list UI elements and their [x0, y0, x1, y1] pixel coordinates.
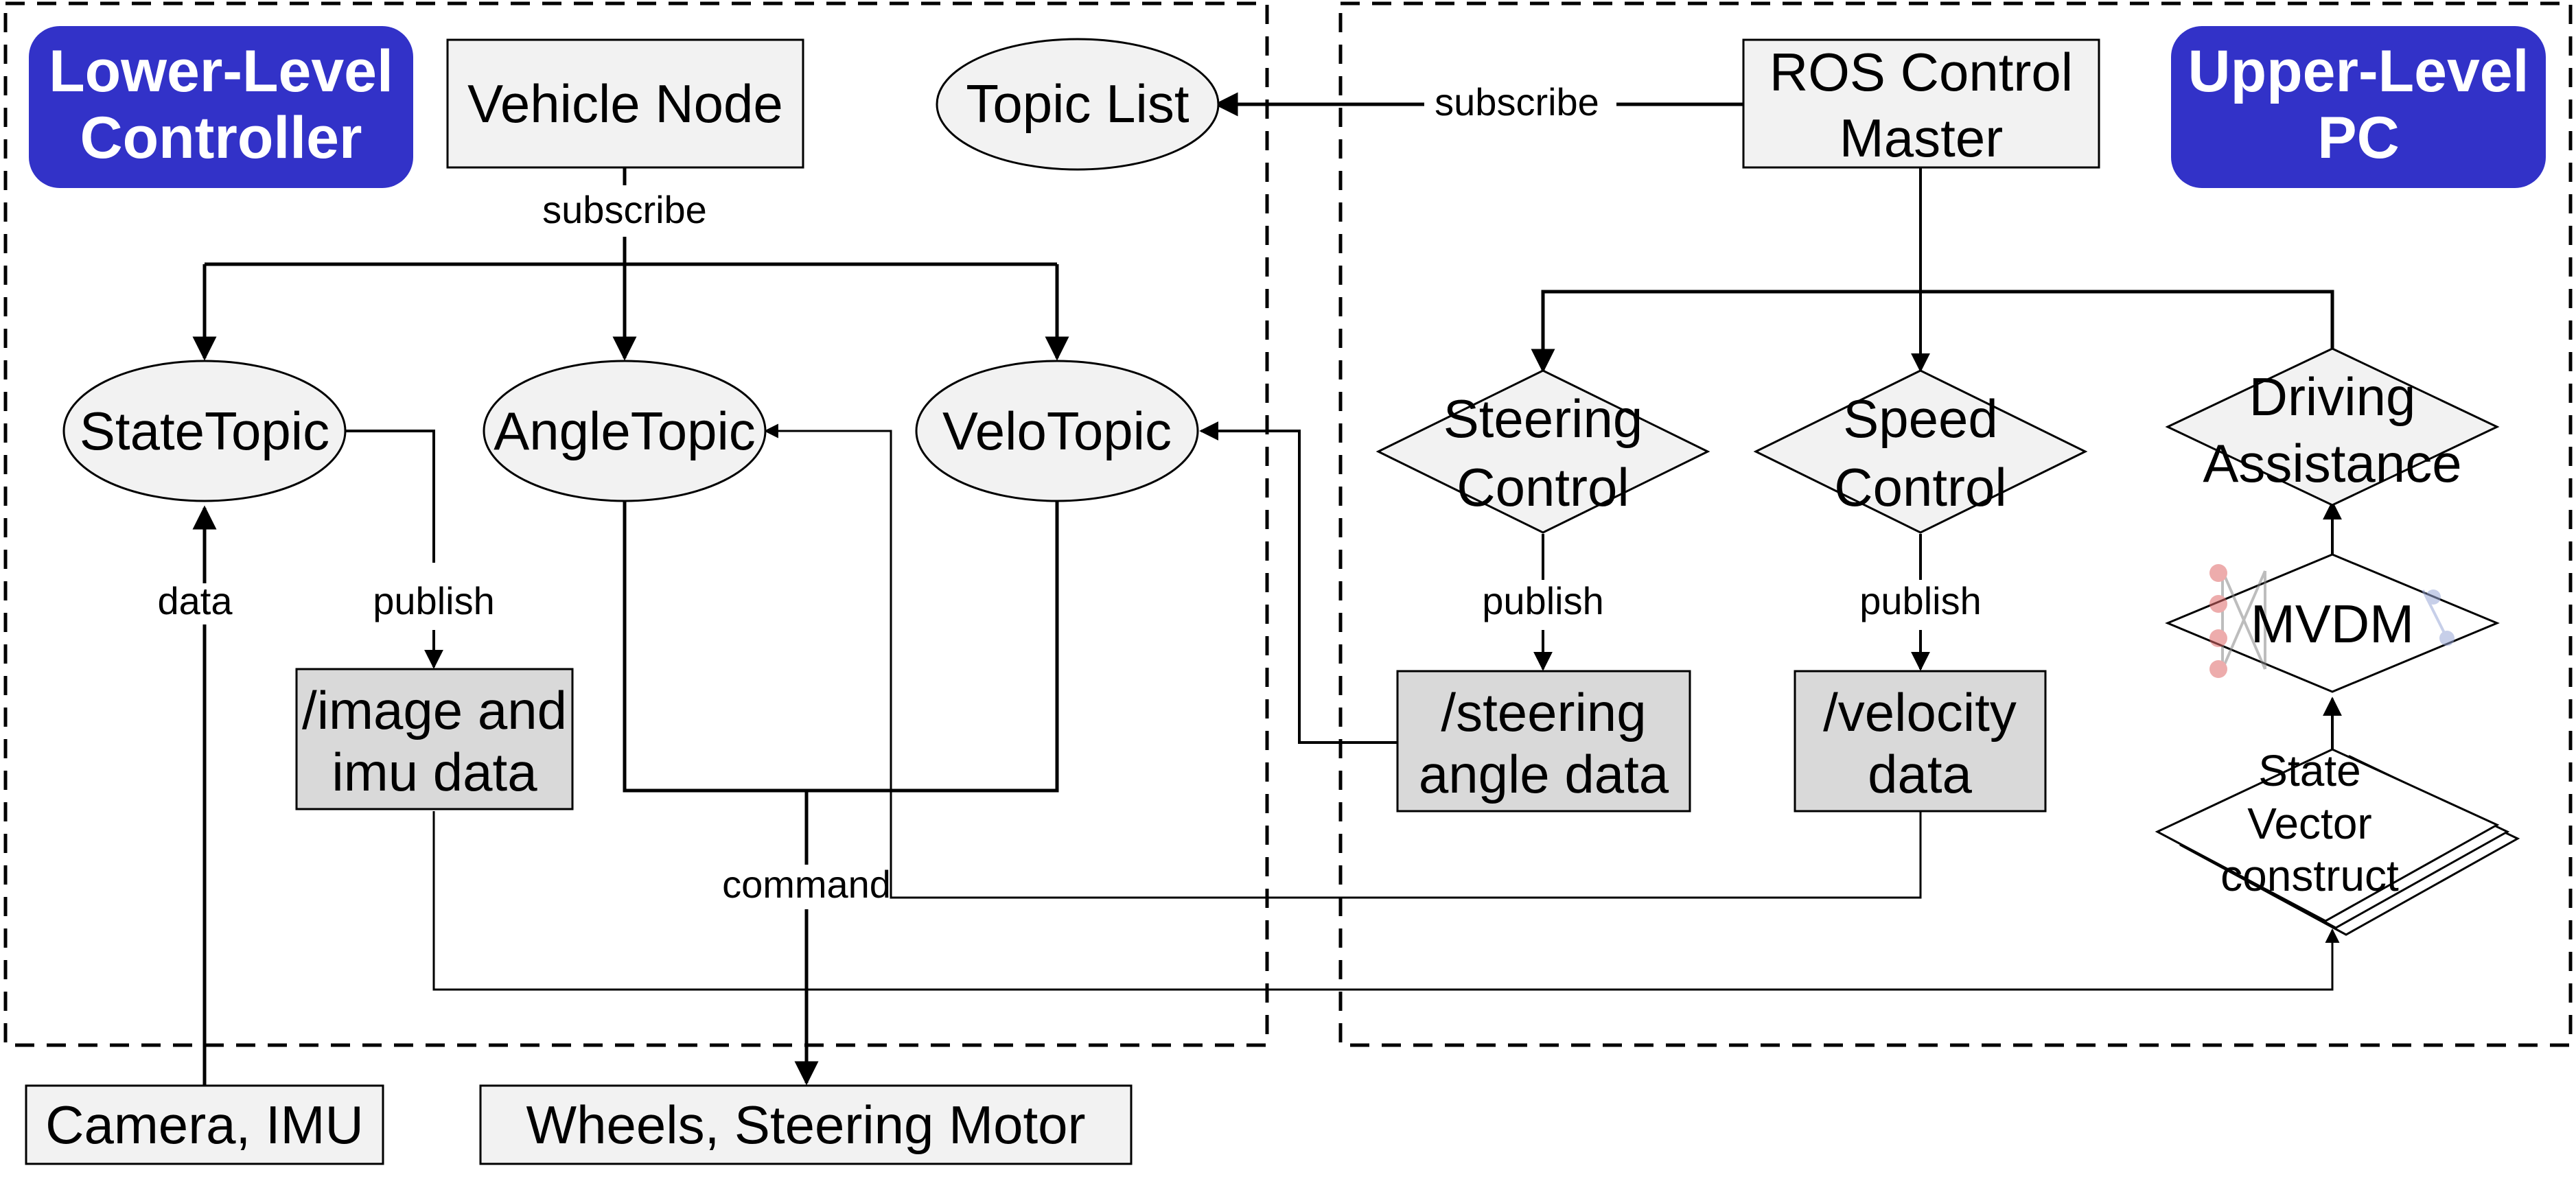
label-publish-state: publish — [373, 579, 494, 622]
edge-velocitydata-to-angletopic — [763, 423, 1922, 899]
mvdm-label: MVDM — [2251, 594, 2414, 654]
image-imu-label-1: /image and — [302, 680, 567, 740]
upper-badge-line2: PC — [2317, 105, 2399, 171]
velocity-data-label-1: /velocity — [1823, 682, 2017, 743]
vehicle-node: Vehicle Node — [446, 38, 804, 169]
state-vector-label-3: construct — [2220, 851, 2399, 900]
label-subscribe-top: subscribe — [1435, 80, 1599, 124]
ros-master-label-1: ROS Control — [1769, 42, 2073, 102]
label-publish-steering: publish — [1482, 579, 1603, 622]
vehicle-node-label: Vehicle Node — [467, 73, 783, 134]
lower-badge-line2: Controller — [80, 105, 362, 171]
upper-badge-line1: Upper-Level — [2188, 38, 2529, 104]
state-topic-label: StateTopic — [80, 401, 329, 461]
state-vector-label-2: Vector — [2247, 799, 2371, 848]
topic-list-label: Topic List — [966, 73, 1189, 134]
upper-level-badge: Upper-Level PC — [2171, 26, 2546, 188]
label-subscribe-vehicle: subscribe — [542, 188, 707, 231]
edge-steeringdata-to-velotopic — [1199, 421, 1397, 744]
speed-control-node: Speed Control — [1753, 369, 2088, 534]
velocity-data-node: /velocity data — [1794, 670, 2047, 813]
ros-master-label-2: Master — [1840, 108, 2003, 168]
lower-level-badge: Lower-Level Controller — [29, 26, 413, 188]
neural-network-icon — [2209, 564, 2455, 678]
angle-topic-node: AngleTopic — [483, 360, 767, 502]
edge-state-to-image — [345, 430, 435, 563]
camera-imu-node: Camera, IMU — [25, 1084, 384, 1165]
state-vector-construct-node: State Vector construct — [2155, 746, 2520, 936]
driving-assistance-label-1: Driving — [2249, 366, 2416, 427]
edge-topics-to-command — [623, 500, 1059, 793]
camera-imu-label: Camera, IMU — [45, 1095, 364, 1155]
steering-control-label-2: Control — [1457, 457, 1629, 517]
lower-badge-line1: Lower-Level — [49, 38, 393, 104]
ros-control-master-node: ROS Control Master — [1742, 38, 2100, 169]
speed-control-label-1: Speed — [1843, 388, 1998, 449]
upper-level-group-border — [1338, 1, 2573, 1047]
steering-data-label-2: angle data — [1419, 744, 1669, 804]
driving-assistance-node: Driving Assistance — [2165, 347, 2500, 506]
angle-topic-label: AngleTopic — [494, 401, 756, 461]
lower-level-group-border — [3, 1, 1269, 1047]
state-topic-node: StateTopic — [62, 360, 347, 502]
state-vector-label-1: State — [2258, 746, 2360, 795]
velo-topic-node: VeloTopic — [915, 360, 1199, 502]
steering-data-label-1: /steering — [1441, 682, 1646, 743]
driving-assistance-label-2: Assistance — [2203, 433, 2461, 493]
label-command: command — [722, 863, 891, 906]
label-publish-speed: publish — [1859, 579, 1981, 622]
speed-control-label-2: Control — [1834, 457, 2006, 517]
steering-control-node: Steering Control — [1376, 369, 1710, 534]
image-imu-data-node: /image and imu data — [295, 668, 574, 810]
wheels-motor-label: Wheels, Steering Motor — [526, 1095, 1085, 1155]
steering-control-label-1: Steering — [1443, 388, 1643, 449]
velo-topic-label: VeloTopic — [942, 401, 1172, 461]
edge-master-branch — [1541, 290, 2334, 371]
topic-list-node: Topic List — [936, 38, 1220, 171]
label-data: data — [158, 579, 233, 622]
edge-imagedata-to-statevector — [432, 811, 2340, 991]
wheels-steering-motor-node: Wheels, Steering Motor — [479, 1084, 1133, 1165]
velocity-data-label-2: data — [1868, 744, 1972, 804]
mvdm-node: MVDM — [2165, 553, 2500, 693]
steering-angle-data-node: /steering angle data — [1396, 670, 1691, 813]
image-imu-label-2: imu data — [332, 742, 537, 802]
